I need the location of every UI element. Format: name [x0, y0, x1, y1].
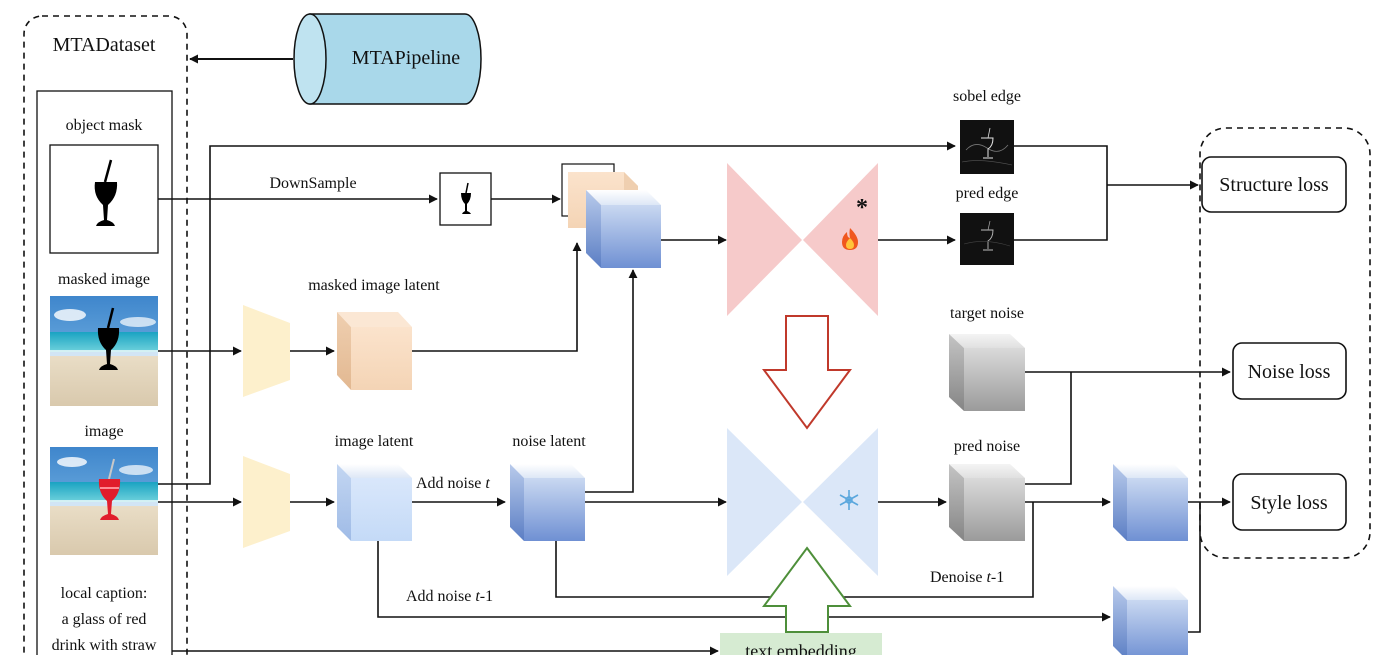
sobel-edge-image — [960, 120, 1014, 174]
dataset-container — [23, 15, 188, 655]
pred-edge-label: pred edge — [956, 185, 1019, 202]
image-latent-label: image latent — [335, 433, 414, 450]
caption-line-1: local caption: — [61, 585, 148, 602]
pred-noise-cube — [949, 464, 1025, 541]
dataset-title: MTADataset — [53, 34, 156, 56]
flame-icon — [842, 228, 858, 250]
trainable-unet-decoder — [803, 163, 878, 316]
concatenated-latent-stack — [561, 163, 661, 268]
dataset-inner-panel — [36, 90, 173, 655]
reference-latent-cube — [1113, 586, 1188, 655]
source-image-photo — [50, 447, 158, 555]
sobel-edge-label: sobel edge — [953, 88, 1021, 105]
masked-latent-to-concat-arrow — [412, 242, 582, 352]
noise-latent-cube — [510, 464, 585, 541]
target-noise-cube — [949, 334, 1025, 411]
style-loss-box — [1232, 473, 1347, 531]
pipeline-label: MTAPipeline — [352, 47, 461, 69]
image-encoder — [243, 456, 290, 548]
trainable-unet-encoder — [727, 163, 802, 316]
text-embedding-box — [720, 633, 882, 655]
noise-loss-box — [1232, 342, 1347, 400]
image-latent-cube — [337, 464, 412, 541]
text-embedding-label: text embedding — [745, 641, 856, 655]
masked-image-latent-label: masked image latent — [308, 277, 440, 294]
image-label: image — [84, 423, 123, 440]
edge-merge-line — [1014, 145, 1108, 241]
pred-noise-label: pred noise — [954, 438, 1020, 455]
downsample-label: DownSample — [269, 175, 356, 192]
losses-container — [1199, 127, 1371, 559]
caption-line-2: a glass of red — [62, 611, 147, 628]
masked-image-encoder — [243, 305, 290, 397]
masked-image-latent-cube — [337, 312, 412, 390]
update-down-arrow — [762, 315, 852, 430]
masked-image-label: masked image — [58, 271, 150, 288]
star-marker: * — [856, 195, 868, 221]
caption-line-3: drink with straw — [52, 637, 157, 654]
reference-to-style-loss-line — [1188, 502, 1201, 633]
image-to-sobel-arrow — [158, 141, 956, 485]
structure-loss-label: Structure loss — [1219, 174, 1329, 196]
add-noise-t1-label: Add noise t-1 — [406, 588, 493, 605]
condition-up-arrow — [762, 546, 852, 633]
pred-edge-image — [960, 213, 1014, 265]
add-noise-t-label: Add noise t — [416, 475, 490, 492]
noise-latent-to-concat-arrow — [585, 269, 638, 493]
denoise-t1-label: Denoise t-1 — [930, 569, 1004, 586]
masked-image-photo — [50, 296, 158, 406]
frozen-unet-encoder — [727, 428, 802, 576]
noise-latent-label: noise latent — [512, 433, 586, 450]
structure-loss-box — [1201, 156, 1347, 213]
pipeline-cylinder — [293, 13, 482, 105]
denoised-latent-cube — [1113, 464, 1188, 541]
frozen-unet-decoder — [803, 428, 878, 576]
noise-loss-label: Noise loss — [1248, 361, 1331, 383]
snowflake-icon — [839, 490, 859, 510]
target-noise-label: target noise — [950, 305, 1024, 322]
object-mask-image — [49, 144, 159, 254]
downsampled-mask — [439, 172, 492, 226]
add-noise-t1-arrow — [377, 541, 1111, 622]
pred-noise-to-noise-loss-line — [1025, 372, 1072, 485]
object-mask-label: object mask — [66, 117, 143, 134]
style-loss-label: Style loss — [1250, 492, 1327, 514]
